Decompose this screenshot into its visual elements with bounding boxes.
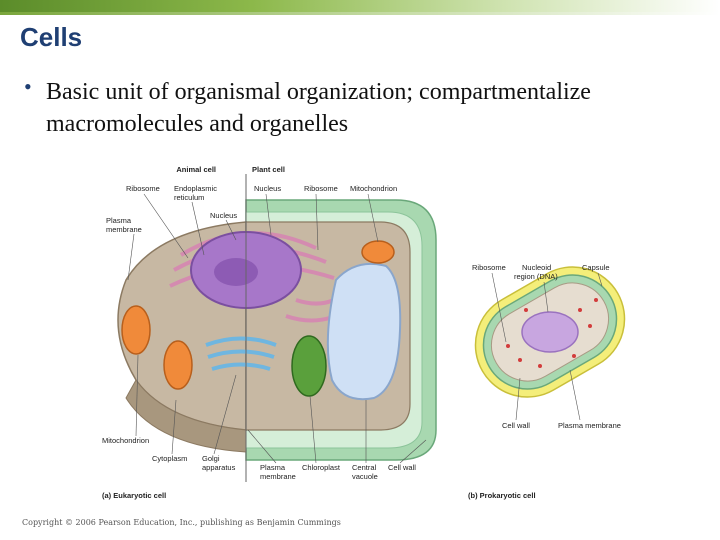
- mitochondrion-2: [163, 340, 193, 390]
- eukaryotic-cell: [117, 174, 437, 482]
- label-prok-ribosome: Ribosome: [472, 263, 506, 272]
- label-plasma-line1: Plasma: [106, 216, 132, 225]
- header-animal-cell: Animal cell: [176, 165, 216, 174]
- chloroplast: [291, 335, 327, 397]
- header-gradient-bar: [0, 0, 720, 12]
- cell-diagram: Animal cell Plant cell Ribosome Endoplas…: [96, 160, 656, 510]
- label-chloroplast: Chloroplast: [302, 463, 341, 472]
- bullet-marker: •: [24, 74, 32, 99]
- label-cell-wall-plant: Cell wall: [388, 463, 416, 472]
- caption-prokaryotic: (b) Prokaryotic cell: [468, 491, 536, 500]
- nucleoid-region: [521, 311, 579, 353]
- label-mitochondrion-bottom: Mitochondrion: [102, 436, 149, 445]
- label-nucleus-inner: Nucleus: [210, 211, 237, 220]
- label-plasma2-line1: Plasma: [260, 463, 286, 472]
- label-plasma2-line2: membrane: [260, 472, 296, 481]
- label-prok-plasma: Plasma membrane: [558, 421, 621, 430]
- header-plant-cell: Plant cell: [252, 165, 285, 174]
- label-central-line2: vacuole: [352, 472, 378, 481]
- mitochondrion-1: [121, 305, 151, 355]
- label-prok-cell-wall: Cell wall: [502, 421, 530, 430]
- leader-lines: [127, 193, 603, 464]
- label-nucleoid-line1: Nucleoid: [522, 263, 551, 272]
- label-plasma-line2: membrane: [106, 225, 142, 234]
- label-golgi-line2: apparatus: [202, 463, 236, 472]
- label-cytoplasm: Cytoplasm: [152, 454, 187, 463]
- nucleolus: [214, 258, 258, 286]
- label-golgi-line1: Golgi: [202, 454, 220, 463]
- label-capsule: Capsule: [582, 263, 610, 272]
- label-er-line2: reticulum: [174, 193, 204, 202]
- label-nucleus-top: Nucleus: [254, 184, 281, 193]
- label-ribosome-left: Ribosome: [126, 184, 160, 193]
- label-central-line1: Central: [352, 463, 377, 472]
- mitochondrion-3: [361, 240, 395, 264]
- cell-diagram-svg: Animal cell Plant cell Ribosome Endoplas…: [102, 165, 626, 500]
- caption-eukaryotic: (a) Eukaryotic cell: [102, 491, 166, 500]
- label-mitochondrion-top: Mitochondrion: [350, 184, 397, 193]
- label-ribosome-top: Ribosome: [304, 184, 338, 193]
- central-vacuole: [326, 262, 402, 401]
- prokaryote-ribosomes: [506, 298, 598, 368]
- bullet-text: Basic unit of organismal organization; c…: [46, 79, 591, 137]
- golgi-apparatus: [205, 336, 277, 371]
- prokaryotic-cell: [474, 266, 626, 398]
- slide-title: Cells: [20, 22, 83, 52]
- header-rule: [0, 12, 720, 15]
- copyright-notice: Copyright © 2006 Pearson Education, Inc.…: [22, 518, 341, 527]
- label-er-line1: Endoplasmic: [174, 184, 217, 193]
- label-nucleoid-line2: region (DNA): [514, 272, 558, 281]
